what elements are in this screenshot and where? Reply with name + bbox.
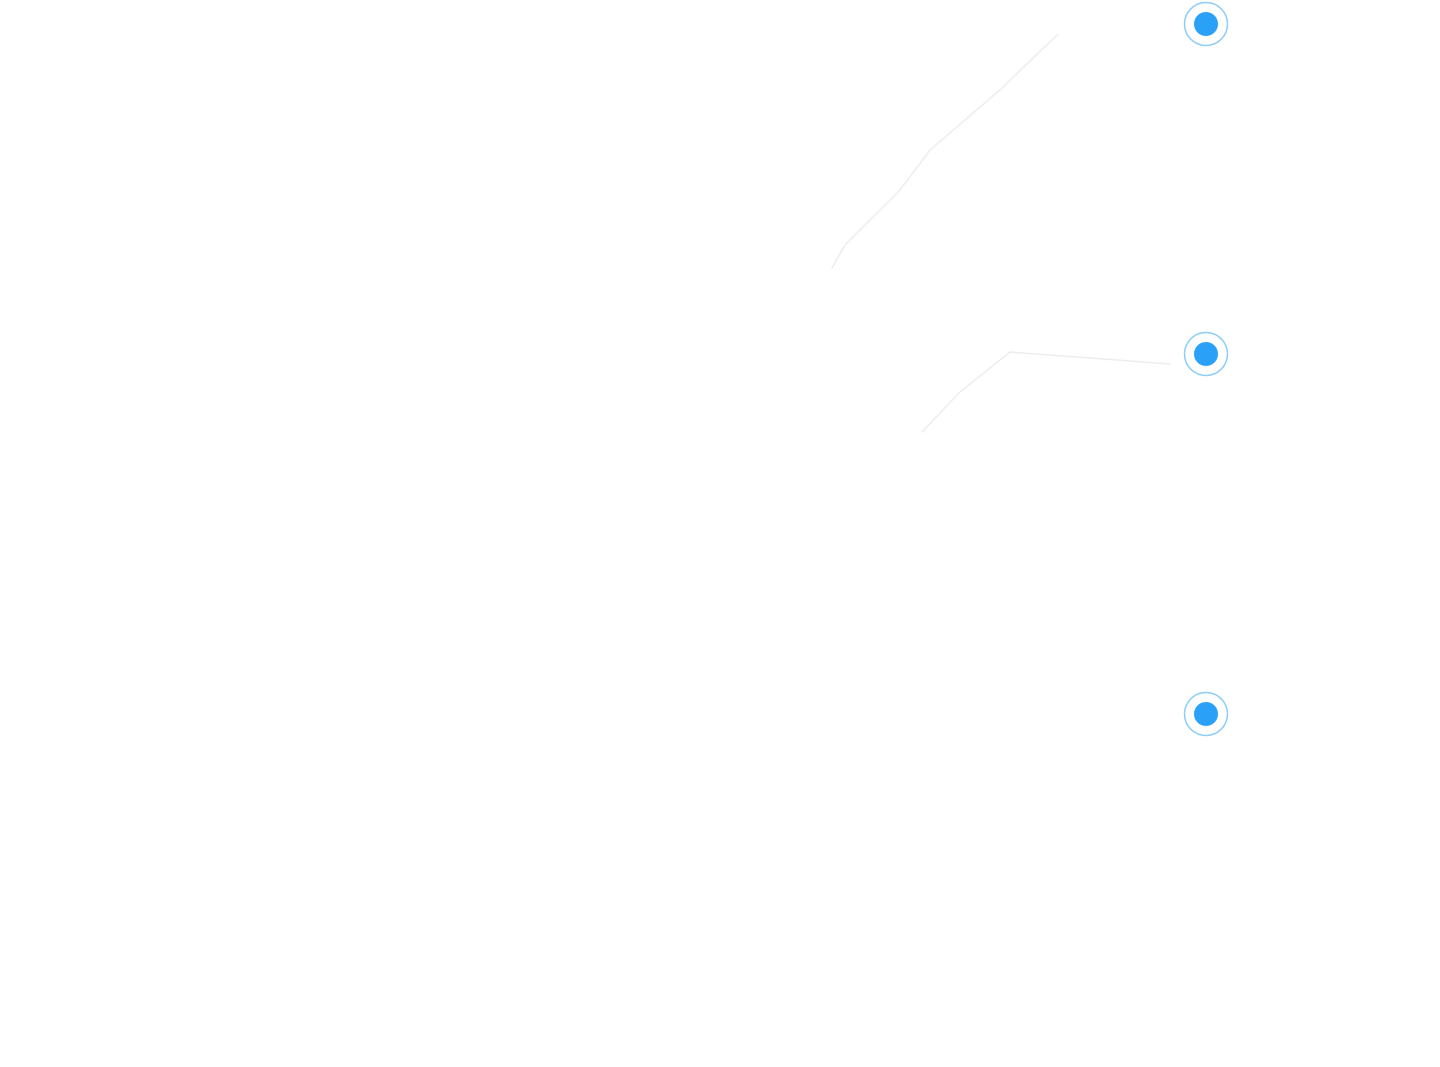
radio-dot-icon [1194,12,1218,36]
hotspot-marker-2[interactable] [1183,331,1229,377]
hotspot-marker-1[interactable] [1183,1,1229,47]
radio-dot-icon [1194,702,1218,726]
connector-line-2 [921,351,1171,433]
hotspot-marker-3[interactable] [1183,691,1229,737]
connector-line-1 [831,33,1059,269]
radio-dot-icon [1194,342,1218,366]
